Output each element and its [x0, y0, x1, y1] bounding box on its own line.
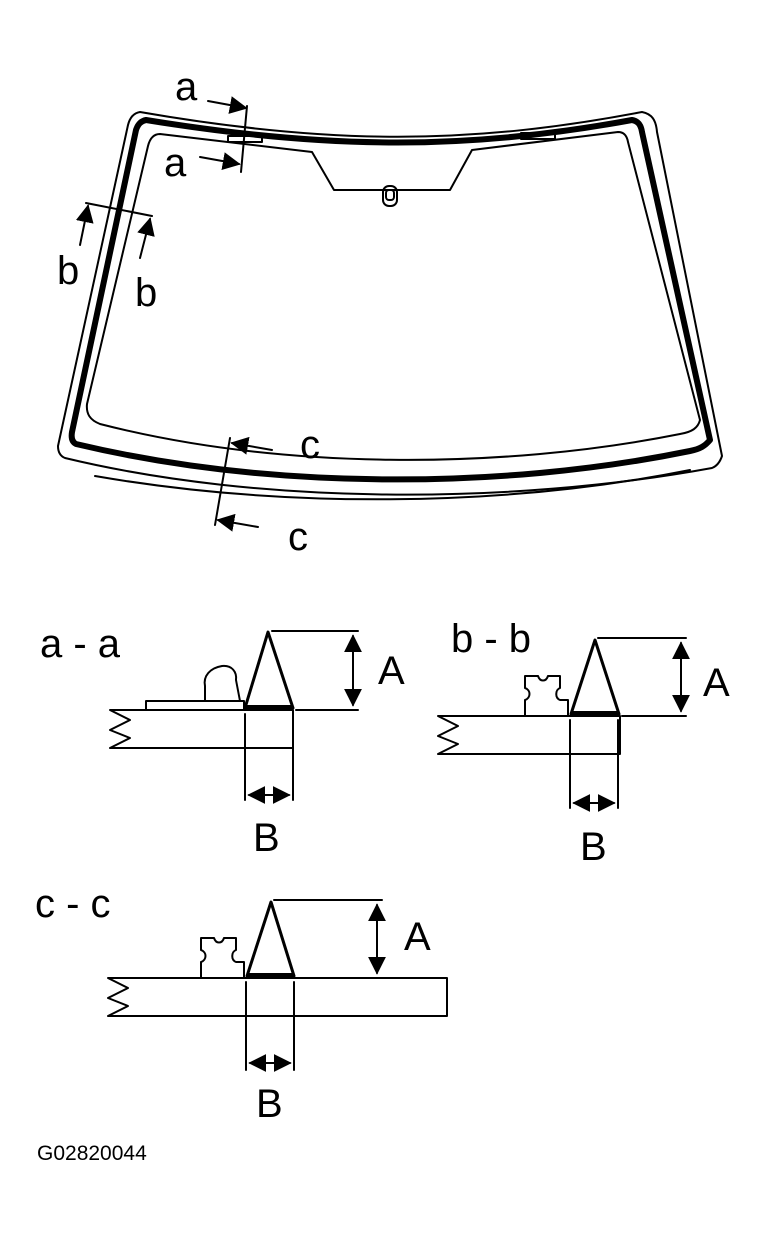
section-title-b: b - b	[451, 617, 531, 661]
body-panel	[107, 977, 448, 1017]
marker-a-top: a	[175, 65, 198, 109]
body-panel	[437, 715, 621, 755]
mirror-mount-inner	[385, 189, 395, 201]
marker-c-top: c	[300, 423, 320, 467]
section-title-c: c - c	[35, 882, 111, 926]
marker-a-bottom: a	[164, 141, 187, 185]
dimension-a-label: A	[378, 649, 405, 693]
top-clip-right	[520, 132, 556, 140]
section-cut-a: a a	[164, 65, 248, 185]
section-cut-b: b b	[57, 202, 157, 315]
adhesive-bead-profile	[245, 900, 296, 978]
dimension-b-label: B	[580, 825, 607, 869]
molding-strip	[145, 700, 245, 711]
section-a-a: a - a A B	[40, 622, 405, 860]
glass-outer-edge	[57, 111, 723, 496]
dimension-b-label: B	[256, 1082, 283, 1126]
section-title-a: a - a	[40, 622, 121, 666]
figure-code: G02820044	[37, 1142, 147, 1165]
adhesive-bead	[68, 117, 713, 483]
inner-frit-border	[85, 131, 701, 461]
marker-b-right: b	[135, 271, 157, 315]
marker-c-bottom: c	[288, 515, 308, 559]
section-cut-c: c c	[214, 423, 320, 559]
molding-clip	[203, 664, 241, 702]
glass-lower-edge	[94, 469, 691, 501]
section-c-c: c - c A B	[35, 882, 448, 1126]
mirror-mount	[382, 185, 398, 207]
body-panel	[109, 709, 294, 749]
adhesive-bead-profile	[569, 638, 621, 716]
section-b-b: b - b A B	[437, 617, 730, 869]
marker-b-left: b	[57, 249, 79, 293]
dimension-a-label: A	[703, 661, 730, 705]
spacer-block	[200, 937, 245, 979]
spacer-block	[524, 675, 569, 717]
adhesive-bead-profile	[243, 630, 295, 710]
dimension-a-label: A	[404, 915, 431, 959]
dimension-b-label: B	[253, 816, 280, 860]
windshield-glass	[57, 111, 723, 501]
